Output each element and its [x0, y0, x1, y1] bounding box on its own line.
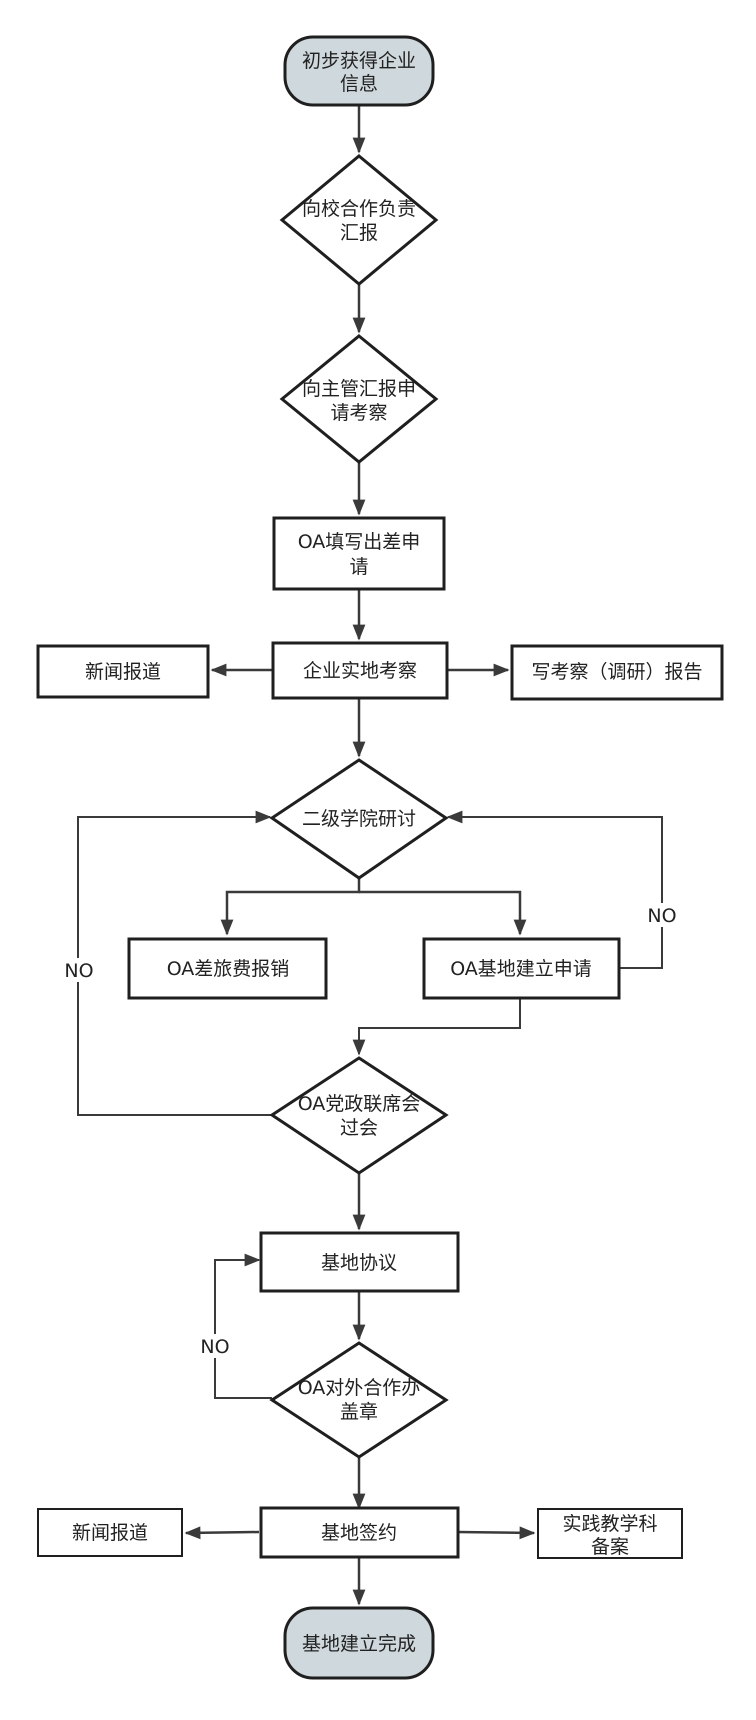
node-oa-base-apply-label: OA基地建立申请: [450, 958, 592, 980]
edge-base-apply-to-party-meeting: [352, 999, 521, 1056]
node-news-report-2-label: 新闻报道: [72, 1522, 148, 1544]
node-report-school-line2: 汇报: [340, 222, 378, 244]
node-oa-party-meeting[interactable]: OA党政联席会 过会: [269, 1056, 449, 1175]
no-label-left-bg: [62, 958, 96, 982]
edge-signing-to-teaching-record: [456, 1526, 536, 1540]
node-start-line2: 信息: [340, 73, 378, 95]
node-oa-travel-reimburse[interactable]: OA差旅费报销: [127, 937, 328, 1000]
edge-stamp-no-loop: [214, 1253, 272, 1399]
process-box-shape: [272, 516, 446, 591]
node-news-report-1-label: 新闻报道: [85, 661, 161, 683]
node-oa-external-stamp-line1: OA对外合作办: [298, 1377, 421, 1399]
decision-diamond-shape: [279, 334, 439, 464]
node-report-supervisor-line1: 向主管汇报申: [302, 378, 416, 400]
no-label-left: NO: [64, 960, 93, 982]
node-college-discussion[interactable]: 二级学院研讨: [269, 758, 449, 880]
edge-discussion-to-reimburse: [220, 878, 361, 936]
node-base-signing-label: 基地签约: [321, 1522, 397, 1544]
node-base-agreement[interactable]: 基地协议: [259, 1231, 460, 1293]
end-terminal-shape: [283, 1606, 435, 1680]
node-news-report-1[interactable]: 新闻报道: [36, 644, 210, 699]
node-report-school-line1: 向校合作负责: [302, 198, 416, 220]
node-oa-travel-reimburse-label: OA差旅费报销: [167, 958, 290, 980]
decision-diamond-shape: [269, 758, 449, 880]
node-oa-base-apply[interactable]: OA基地建立申请: [422, 937, 621, 1000]
edge-discussion-to-base-apply: [359, 890, 527, 936]
no-label-right: NO: [647, 905, 676, 927]
node-teaching-record-line2: 备案: [591, 1536, 629, 1558]
process-box-shape: [537, 1508, 683, 1559]
start-terminal-shape: [283, 35, 435, 107]
decision-diamond-shape: [269, 1056, 449, 1175]
node-onsite-visit[interactable]: 企业实地考察: [271, 641, 449, 700]
edge-signing-to-news-2: [184, 1526, 260, 1540]
no-label-stamp: NO: [200, 1336, 229, 1358]
node-base-agreement-label: 基地协议: [321, 1252, 397, 1274]
node-report-supervisor[interactable]: 向主管汇报申 请考察: [279, 334, 439, 464]
decision-diamond-shape: [269, 1341, 449, 1459]
node-oa-external-stamp[interactable]: OA对外合作办 盖章: [269, 1341, 449, 1459]
edge-labels: NO NO NO: [62, 903, 678, 1358]
edge-base-apply-no-loop: [446, 810, 663, 969]
node-end[interactable]: 基地建立完成: [283, 1606, 435, 1680]
node-base-signing[interactable]: 基地签约: [259, 1506, 460, 1559]
node-start[interactable]: 初步获得企业 信息: [283, 35, 435, 107]
node-visit-report-label: 写考察（调研）报告: [531, 661, 702, 683]
node-onsite-visit-label: 企业实地考察: [303, 660, 417, 682]
decision-diamond-shape: [279, 154, 439, 286]
no-label-right-bg: [646, 903, 678, 927]
process-box-shape: [422, 937, 621, 1000]
node-report-supervisor-line2: 请考察: [330, 402, 387, 424]
no-label-stamp-bg: [198, 1334, 232, 1358]
node-start-line1: 初步获得企业: [302, 50, 416, 72]
node-oa-trip-apply-line1: OA填写出差申: [298, 531, 421, 553]
process-box-shape: [37, 1508, 183, 1557]
node-oa-external-stamp-line2: 盖章: [340, 1401, 378, 1423]
node-oa-trip-apply[interactable]: OA填写出差申 请: [272, 516, 446, 591]
node-report-school[interactable]: 向校合作负责 汇报: [279, 154, 439, 286]
process-box-shape: [259, 1506, 460, 1559]
process-box-shape: [271, 641, 449, 700]
node-oa-party-meeting-line2: 过会: [340, 1117, 378, 1139]
process-box-shape: [510, 644, 724, 701]
node-college-discussion-label: 二级学院研讨: [302, 808, 416, 830]
node-oa-party-meeting-line1: OA党政联席会: [298, 1093, 421, 1115]
process-box-shape: [36, 644, 210, 699]
node-visit-report[interactable]: 写考察（调研）报告: [510, 644, 724, 701]
node-news-report-2[interactable]: 新闻报道: [37, 1508, 183, 1557]
node-teaching-record-line1: 实践教学科: [562, 1513, 657, 1535]
edges: [77, 106, 663, 1606]
process-box-shape: [259, 1231, 460, 1293]
node-oa-trip-apply-line2: 请: [349, 556, 368, 578]
process-box-shape: [127, 937, 328, 1000]
node-end-label: 基地建立完成: [302, 1633, 416, 1655]
node-teaching-record[interactable]: 实践教学科 备案: [537, 1508, 683, 1559]
